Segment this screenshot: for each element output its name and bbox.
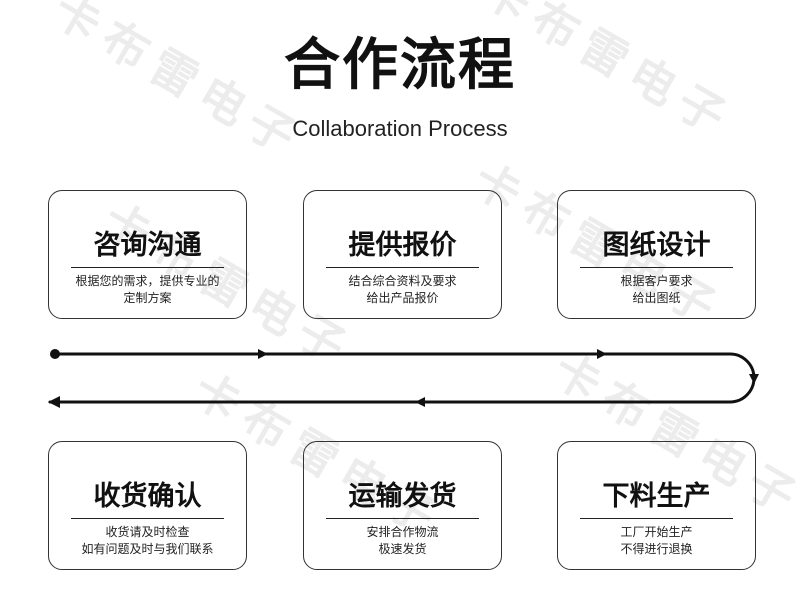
step-card-design: 图纸设计 根据客户要求 给出图纸 — [557, 190, 756, 319]
step-desc-line: 如有问题及时与我们联系 — [81, 542, 214, 556]
step-title: 运输发货 — [348, 481, 457, 512]
step-desc-line: 不得进行退换 — [620, 542, 693, 556]
step-divider — [71, 518, 224, 519]
step-desc-line: 根据您的需求，提供专业的 — [75, 274, 220, 288]
step-title: 下料生产 — [602, 481, 711, 512]
step-desc-line: 根据客户要求 — [620, 274, 693, 288]
step-title: 提供报价 — [348, 230, 457, 261]
step-desc-line: 结合综合资料及要求 — [348, 274, 457, 288]
step-card-production: 下料生产 工厂开始生产 不得进行退换 — [557, 441, 756, 570]
flow-arrow-icon — [597, 349, 607, 359]
step-divider — [580, 267, 733, 268]
step-desc-line: 极速发货 — [378, 542, 427, 556]
step-title: 咨询沟通 — [93, 230, 202, 261]
flow-path — [48, 352, 756, 404]
step-description: 根据客户要求 给出图纸 — [564, 273, 749, 307]
flow-arrow-icon — [749, 374, 759, 384]
step-divider — [326, 267, 479, 268]
flow-arrow-icon — [415, 397, 425, 407]
page-title: 合作流程 — [284, 33, 516, 98]
page-subtitle: Collaboration Process — [292, 116, 508, 141]
step-desc-line: 安排合作物流 — [366, 525, 439, 539]
step-description: 收货请及时检查 如有问题及时与我们联系 — [55, 524, 240, 558]
flow-arrow-icon — [258, 349, 268, 359]
step-desc-line: 给出产品报价 — [366, 291, 439, 305]
step-title: 图纸设计 — [602, 230, 711, 261]
step-card-shipping: 运输发货 安排合作物流 极速发货 — [303, 441, 502, 570]
step-desc-line: 给出图纸 — [632, 291, 681, 305]
step-description: 根据您的需求，提供专业的 定制方案 — [55, 273, 240, 307]
step-card-consult: 咨询沟通 根据您的需求，提供专业的 定制方案 — [48, 190, 247, 319]
step-description: 结合综合资料及要求 给出产品报价 — [310, 273, 495, 307]
flow-start-dot — [50, 349, 60, 359]
step-desc-line: 工厂开始生产 — [620, 525, 693, 539]
step-title: 收货确认 — [93, 481, 202, 512]
step-card-quote: 提供报价 结合综合资料及要求 给出产品报价 — [303, 190, 502, 319]
step-divider — [71, 267, 224, 268]
flow-arrow-icon — [48, 396, 60, 408]
step-description: 工厂开始生产 不得进行退换 — [564, 524, 749, 558]
step-divider — [580, 518, 733, 519]
step-desc-line: 定制方案 — [123, 291, 172, 305]
step-description: 安排合作物流 极速发货 — [310, 524, 495, 558]
step-card-receipt: 收货确认 收货请及时检查 如有问题及时与我们联系 — [48, 441, 247, 570]
step-desc-line: 收货请及时检查 — [105, 525, 190, 539]
step-divider — [326, 518, 479, 519]
